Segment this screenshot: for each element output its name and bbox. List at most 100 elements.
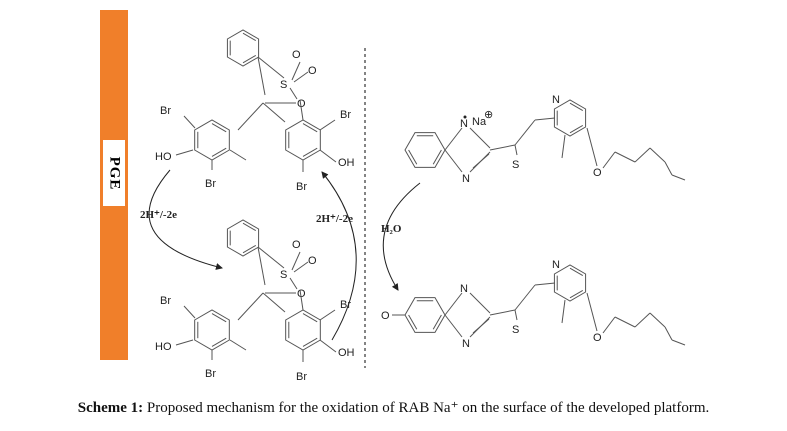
bond-line: [293, 71, 309, 83]
nitrogen-label: N: [460, 283, 468, 295]
bond-line: [586, 292, 598, 332]
bond-line: [237, 102, 264, 131]
bond-line: [257, 56, 266, 96]
bond-line: [257, 246, 285, 269]
bond-line: [432, 314, 442, 330]
bond-line: [444, 292, 463, 316]
bond-line: [211, 147, 227, 157]
bond-line: [534, 117, 556, 121]
aromatic-ring: [285, 309, 321, 351]
aromatic-ring: [404, 297, 446, 333]
bond-line: [175, 339, 194, 346]
atom-label: Br: [205, 178, 216, 190]
aromatic-ring: [226, 219, 260, 257]
hydrolysis-arrow: [382, 182, 421, 291]
oxygen-label: O: [308, 65, 317, 77]
bond-line: [211, 313, 227, 323]
caption-text: Proposed mechanism for the oxidation of …: [143, 400, 710, 416]
bond-line: [302, 123, 318, 133]
bond-line: [664, 326, 673, 341]
bond-line: [299, 289, 304, 311]
oxygen-label: O: [381, 310, 390, 322]
bond-line: [469, 292, 491, 314]
nitrogen-label: N: [552, 94, 560, 106]
bond-line: [671, 339, 686, 346]
sulfur-label: S: [512, 324, 519, 336]
bond-line: [649, 147, 666, 163]
bond-line: [514, 309, 518, 321]
oxygen-label: O: [292, 49, 301, 61]
bond-line: [469, 127, 491, 149]
bond-line: [183, 305, 196, 319]
aromatic-ring: [226, 29, 260, 67]
figure-caption: Scheme 1: Proposed mechanism for the oxi…: [0, 398, 787, 417]
bond-line: [602, 151, 616, 169]
bond-line: [614, 151, 636, 163]
bond-line: [211, 123, 227, 133]
bond-line: [257, 56, 285, 79]
pge-electrode-label: PGE: [103, 140, 125, 206]
bond-line: [293, 261, 309, 273]
oxygen-label: O: [308, 255, 317, 267]
bond-line: [534, 282, 556, 286]
hydroxyl-label: HO: [155, 151, 172, 163]
bond-line: [489, 144, 516, 151]
bond-line: [242, 54, 257, 64]
lone-pair: [463, 115, 467, 119]
nitrogen-label: N: [462, 173, 470, 185]
bond-line: [569, 267, 584, 277]
aromatic-ring: [285, 119, 321, 161]
bond-line: [242, 222, 257, 232]
sulfur-label: S: [280, 79, 287, 91]
bond-line: [649, 312, 666, 328]
bond-line: [569, 124, 584, 134]
atom-label: Br: [160, 105, 171, 117]
bond-line: [489, 309, 516, 316]
bond-line: [634, 147, 651, 163]
atom-label: Br: [340, 299, 351, 311]
bond-line: [664, 161, 673, 176]
bond-line: [514, 119, 536, 146]
nitrogen-label: N: [460, 118, 468, 130]
bond-line: [262, 102, 286, 123]
sulfur-label: S: [512, 159, 519, 171]
bond-line: [319, 309, 336, 321]
bond-line: [569, 102, 584, 112]
bond-line: [289, 277, 298, 290]
bond-line: [319, 149, 337, 163]
atom-label: Br: [205, 368, 216, 380]
charge-label: ⊕: [484, 109, 493, 121]
bond-line: [291, 251, 301, 271]
bond-line: [302, 147, 318, 157]
bond-line: [302, 313, 318, 323]
bond-line: [432, 149, 442, 165]
aromatic-ring: [553, 264, 587, 302]
bond-line: [242, 244, 257, 254]
redox-label-left: 2H⁺/-2e: [140, 209, 177, 221]
atom-label: Br: [296, 371, 307, 383]
caption-prefix: Scheme 1:: [77, 400, 144, 416]
atom-label: Br: [160, 295, 171, 307]
oxidation-arrow: [321, 171, 357, 341]
bond-line: [408, 314, 418, 330]
water-label: H₂O: [381, 223, 402, 235]
oxygen-label: O: [297, 98, 306, 110]
bond-line: [262, 292, 286, 313]
bond-line: [183, 115, 196, 129]
bond-line: [444, 314, 463, 338]
oxygen-label: O: [593, 332, 602, 344]
bond-line: [257, 246, 266, 286]
oxygen-label: O: [593, 167, 602, 179]
bond-line: [634, 312, 651, 328]
bond-line: [444, 149, 463, 173]
oxygen-label: O: [292, 239, 301, 251]
bond-line: [291, 61, 301, 81]
redox-label-right: 2H⁺/-2e: [316, 213, 353, 225]
bond-line: [614, 316, 636, 328]
bond-line: [602, 316, 616, 334]
hydroxyl-label: HO: [155, 341, 172, 353]
bond-line: [319, 339, 337, 353]
hydroxyl-label: OH: [338, 347, 355, 359]
